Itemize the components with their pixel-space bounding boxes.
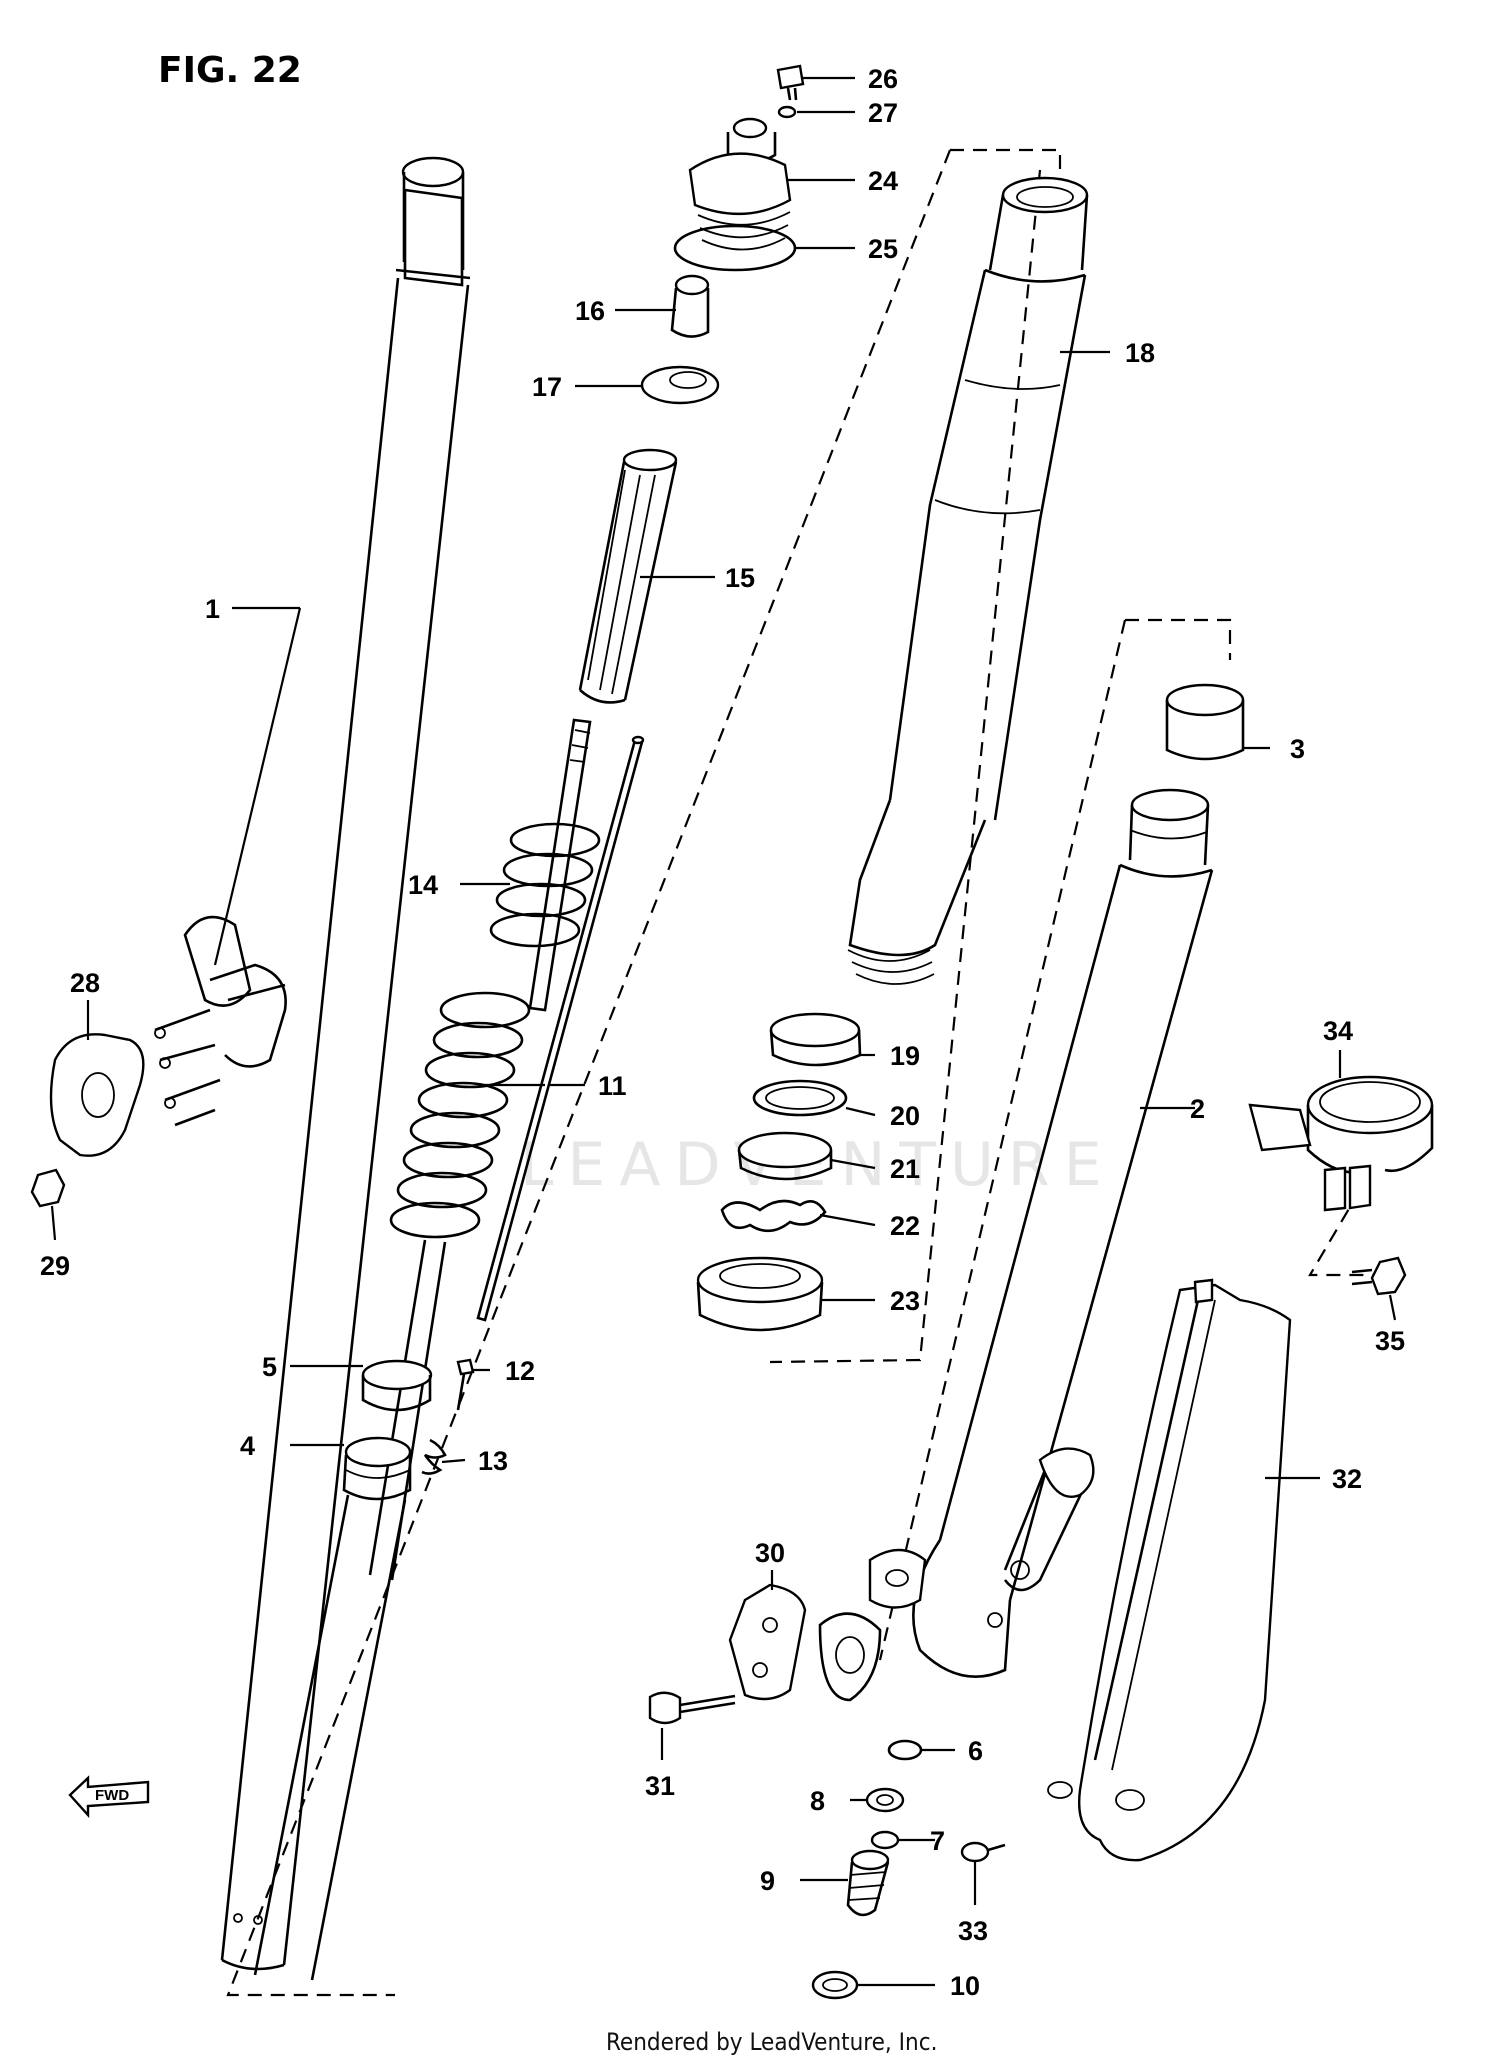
callout-18: 18: [1125, 338, 1155, 368]
callout-34: 34: [1323, 1016, 1353, 1046]
part-rod-11: [476, 735, 645, 1322]
callout-28: 28: [70, 968, 100, 998]
callout-6: 6: [968, 1736, 983, 1766]
part-washer-6: [887, 1739, 923, 1761]
part-seal-19: [769, 1012, 862, 1067]
part-dust-seal-23: [696, 1256, 824, 1332]
callout-labels: 1 2 3 4 5 6 7 8 9 10 11 12 13 14 15 16 1…: [40, 64, 1405, 2001]
callout-9: 9: [760, 1866, 775, 1896]
callout-25: 25: [868, 234, 898, 264]
callout-30: 30: [755, 1538, 785, 1568]
part-outer-tube-18: [847, 176, 1089, 985]
part-seat-4: [342, 1436, 412, 1501]
part-seal-20: [752, 1079, 848, 1117]
callout-11: 11: [598, 1071, 627, 1101]
part-bracket-30: [728, 1583, 807, 1701]
callout-20: 20: [890, 1101, 920, 1131]
callout-33: 33: [958, 1916, 988, 1946]
part-oring-25: [673, 224, 797, 272]
callout-16: 16: [575, 296, 605, 326]
callout-32: 32: [1332, 1464, 1362, 1494]
callout-31: 31: [645, 1771, 675, 1801]
callout-23: 23: [890, 1286, 920, 1316]
part-bracket-28: [49, 1008, 221, 1157]
part-bushing-3: [1165, 683, 1245, 761]
part-damper-rod-14: [489, 718, 601, 1012]
callout-24: 24: [868, 166, 898, 196]
part-inner-tube-left: [183, 156, 471, 1971]
callout-2: 2: [1190, 1094, 1205, 1124]
callout-7: 7: [930, 1826, 945, 1856]
part-cap-bolt-24: [688, 117, 792, 251]
part-clamp-34: [1248, 1075, 1434, 1212]
callout-35: 35: [1375, 1326, 1405, 1356]
callout-8: 8: [810, 1786, 825, 1816]
callout-3: 3: [1290, 734, 1305, 764]
part-lower-inner-tube: [253, 1494, 407, 1981]
part-spacer-16: [670, 274, 710, 338]
part-seat-17: [640, 365, 720, 405]
footer-credit: Rendered by LeadVenture, Inc.: [606, 2028, 937, 2056]
callout-19: 19: [890, 1041, 920, 1071]
svg-text:FWD: FWD: [95, 1787, 129, 1804]
callout-14: 14: [408, 870, 438, 900]
part-outer-2: [818, 788, 1214, 1702]
part-washer-27: [777, 105, 797, 119]
leader-lines: [50, 76, 1397, 1987]
callout-26: 26: [868, 64, 898, 94]
callout-1: 1: [205, 594, 220, 624]
callout-15: 15: [725, 563, 755, 593]
part-spring-15: [578, 448, 678, 704]
part-seal-21: [737, 1131, 833, 1181]
callout-4: 4: [240, 1431, 255, 1461]
callout-29: 29: [40, 1251, 70, 1281]
part-spring-13: [421, 1438, 447, 1475]
fwd-arrow-icon: FWD: [68, 1775, 150, 1819]
callout-17: 17: [532, 372, 562, 402]
figure-title: FIG. 22: [158, 50, 302, 91]
part-nut-29: [30, 1168, 66, 1208]
part-gasket-8: [865, 1787, 905, 1813]
callout-5: 5: [262, 1352, 277, 1382]
part-bolt-35: [1351, 1256, 1407, 1296]
part-plug-10: [811, 1970, 859, 2000]
part-washer-7: [870, 1830, 900, 1850]
part-clip-22: [720, 1199, 827, 1233]
callout-10: 10: [950, 1971, 980, 2001]
callout-12: 12: [505, 1356, 535, 1386]
callout-27: 27: [868, 98, 898, 128]
part-bolt-33: [960, 1841, 1006, 1863]
part-bolt-26: [776, 64, 805, 101]
part-collar-5: [361, 1359, 433, 1412]
callout-13: 13: [478, 1446, 508, 1476]
callout-22: 22: [890, 1211, 920, 1241]
part-fork-guard-32: [1047, 1278, 1292, 1862]
part-bolt-31: [648, 1691, 736, 1725]
dashed-assembly-lines: [226, 148, 1380, 1997]
part-bolt-9: [846, 1849, 890, 1917]
callout-21: 21: [890, 1154, 920, 1184]
